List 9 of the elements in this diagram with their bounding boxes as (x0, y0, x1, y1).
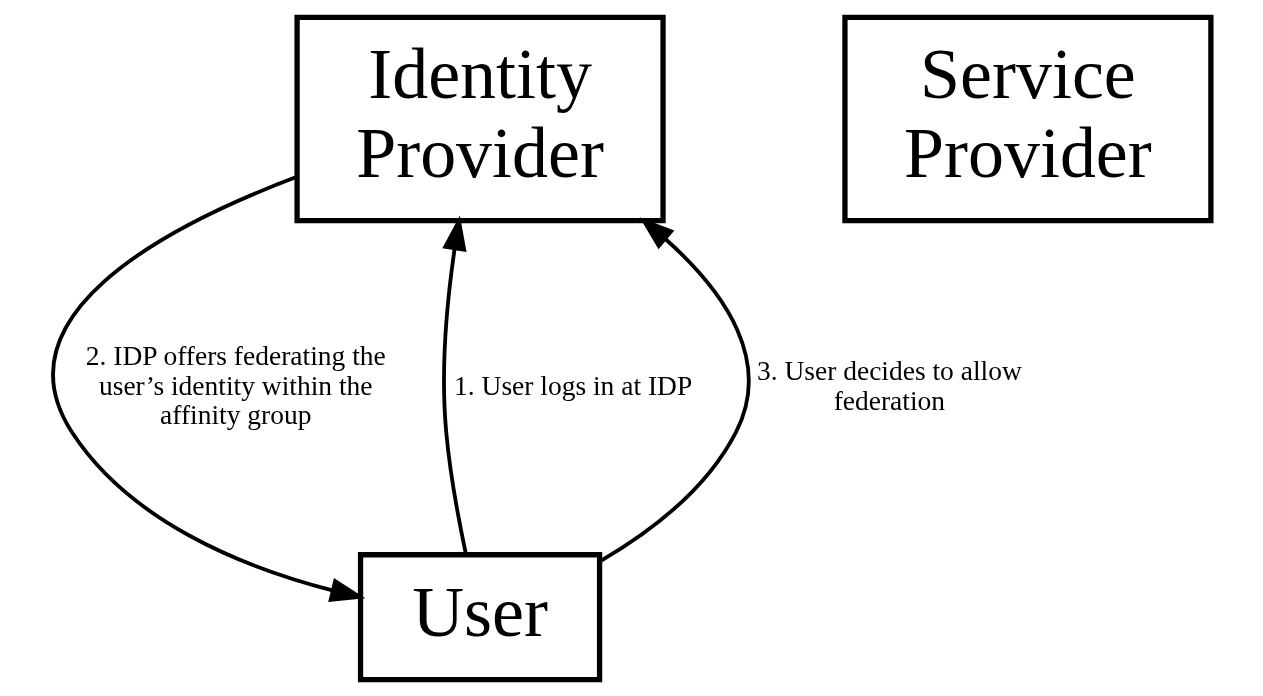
edge-label: 2. IDP offers federating the user’s identity within the affinity group (85, 340, 386, 430)
edge-label: 1. User logs in at IDP (454, 370, 693, 401)
arrow (442, 214, 468, 555)
arrow (51, 174, 366, 602)
node-box: Service Provider (842, 14, 1214, 223)
node-box: User (357, 551, 603, 682)
edge-label: 3. User decides to allow federation (756, 355, 1022, 416)
arrow (599, 216, 751, 563)
node-box: Identity Provider (294, 14, 666, 223)
